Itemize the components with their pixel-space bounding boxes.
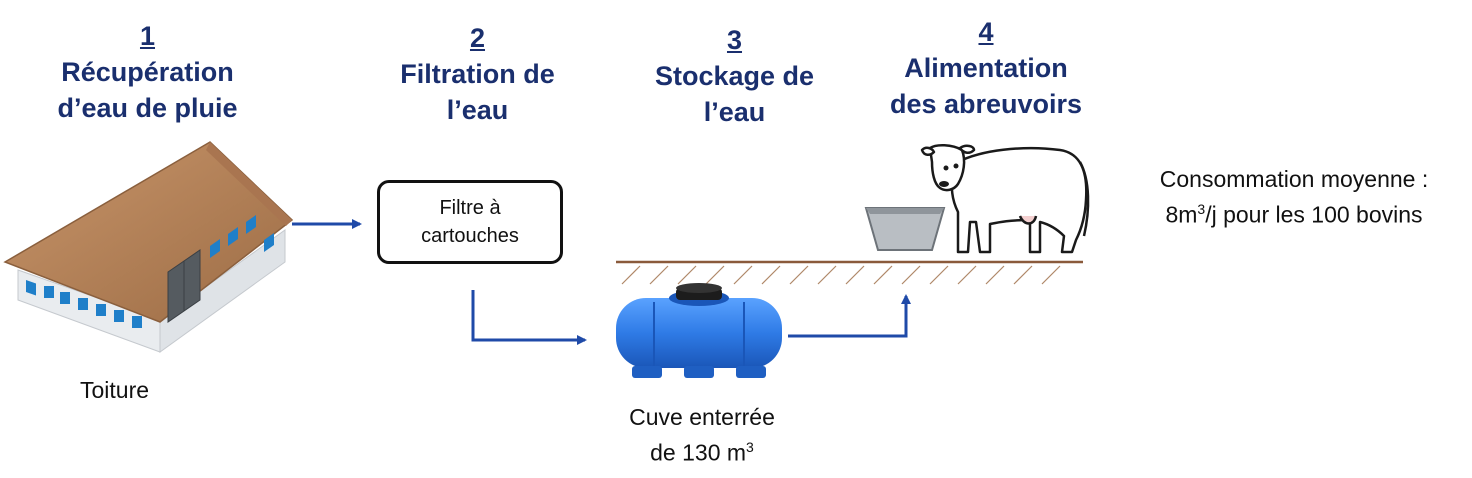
step-title-line: Récupération [61, 57, 234, 87]
cow-spots [939, 163, 959, 187]
ground-line [616, 260, 1083, 285]
trough-illustration [864, 207, 946, 251]
consumption-value: 8m [1165, 201, 1198, 228]
tank-volume-exponent: 3 [746, 439, 754, 455]
step-2-title: 2 Filtration de l’eau [380, 20, 575, 128]
filter-cartridge-box: Filtre à cartouches [377, 180, 563, 264]
consumption-label: Consommation moyenne : 8m3/j pour les 10… [1126, 164, 1462, 230]
arrow-tank-to-trough [788, 294, 911, 338]
step-number: 4 [978, 17, 994, 47]
tank-label-line2: de 130 m3 [602, 432, 802, 468]
step-1-title: 1 Récupération d’eau de pluie [40, 18, 255, 126]
consumption-line2: 8m3/j pour les 100 bovins [1126, 194, 1462, 230]
step-number: 3 [726, 25, 743, 55]
cow-illustration [920, 144, 1090, 254]
step-number: 2 [469, 23, 486, 53]
consumption-exponent: 3 [1197, 201, 1206, 217]
arrow-filter-to-tank [471, 290, 587, 345]
consumption-line1: Consommation moyenne : [1159, 166, 1429, 192]
filter-label-line1: Filtre à [439, 197, 501, 219]
filter-label-line2: cartouches [421, 225, 519, 247]
tank-volume-text: de 130 m [650, 439, 747, 466]
tank-label: Cuve enterrée de 130 m3 [602, 402, 802, 468]
water-tank-illustration [616, 283, 782, 378]
step-number: 1 [139, 21, 156, 51]
step-title-line: l’eau [703, 97, 766, 127]
step-title-line: Filtration de [400, 59, 555, 89]
step-title-line: Stockage de [654, 61, 815, 91]
consumption-suffix: /j pour les 100 bovins [1205, 201, 1423, 228]
step-title-line: l’eau [446, 95, 509, 125]
step-title-line: Alimentation [904, 53, 1068, 83]
step-title-line: d’eau de pluie [57, 93, 238, 123]
step-4-title: 4 Alimentation des abreuvoirs [870, 14, 1102, 122]
barn-illustration [3, 141, 294, 353]
step-title-line: des abreuvoirs [889, 89, 1083, 119]
step-3-title: 3 Stockage de l’eau [632, 22, 837, 130]
roof-label: Toiture [80, 377, 150, 403]
tank-label-line1: Cuve enterrée [629, 404, 775, 430]
